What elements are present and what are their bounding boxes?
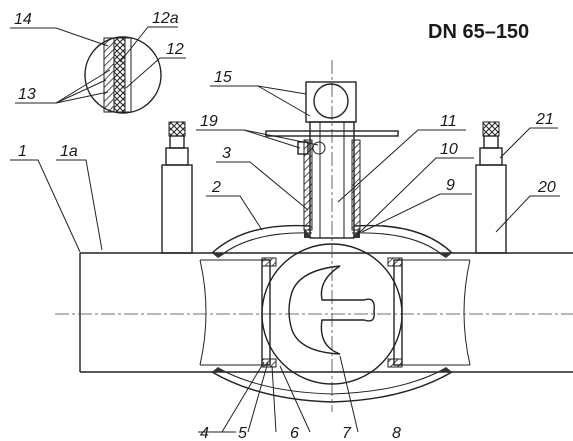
label-7: 7	[342, 425, 352, 441]
label-4: 4	[200, 425, 209, 441]
label-14: 14	[14, 11, 32, 28]
label-5: 5	[238, 425, 247, 441]
leader-lines	[10, 26, 560, 433]
label-1a: 1a	[60, 143, 78, 160]
label-12: 12	[166, 41, 184, 58]
label-8: 8	[392, 425, 401, 441]
label-6: 6	[290, 425, 299, 441]
label-13: 13	[18, 86, 36, 103]
main-pipe	[79, 252, 573, 373]
left-vent-pipe	[161, 121, 193, 254]
label-15: 15	[214, 69, 232, 86]
detail-view	[84, 36, 162, 114]
label-3: 3	[222, 145, 231, 162]
label-1: 1	[18, 143, 27, 160]
valve-body	[211, 224, 453, 403]
right-vent-pipe	[475, 121, 507, 254]
diagram-title: DN 65–150	[428, 21, 529, 43]
label-10: 10	[440, 141, 458, 158]
label-11: 11	[440, 113, 457, 130]
label-9: 9	[446, 177, 455, 194]
label-19: 19	[200, 113, 218, 130]
label-12a: 12a	[152, 10, 179, 27]
ball-assembly	[261, 243, 403, 385]
label-20: 20	[537, 179, 556, 196]
label-2: 2	[211, 179, 221, 196]
label-21: 21	[535, 111, 554, 128]
